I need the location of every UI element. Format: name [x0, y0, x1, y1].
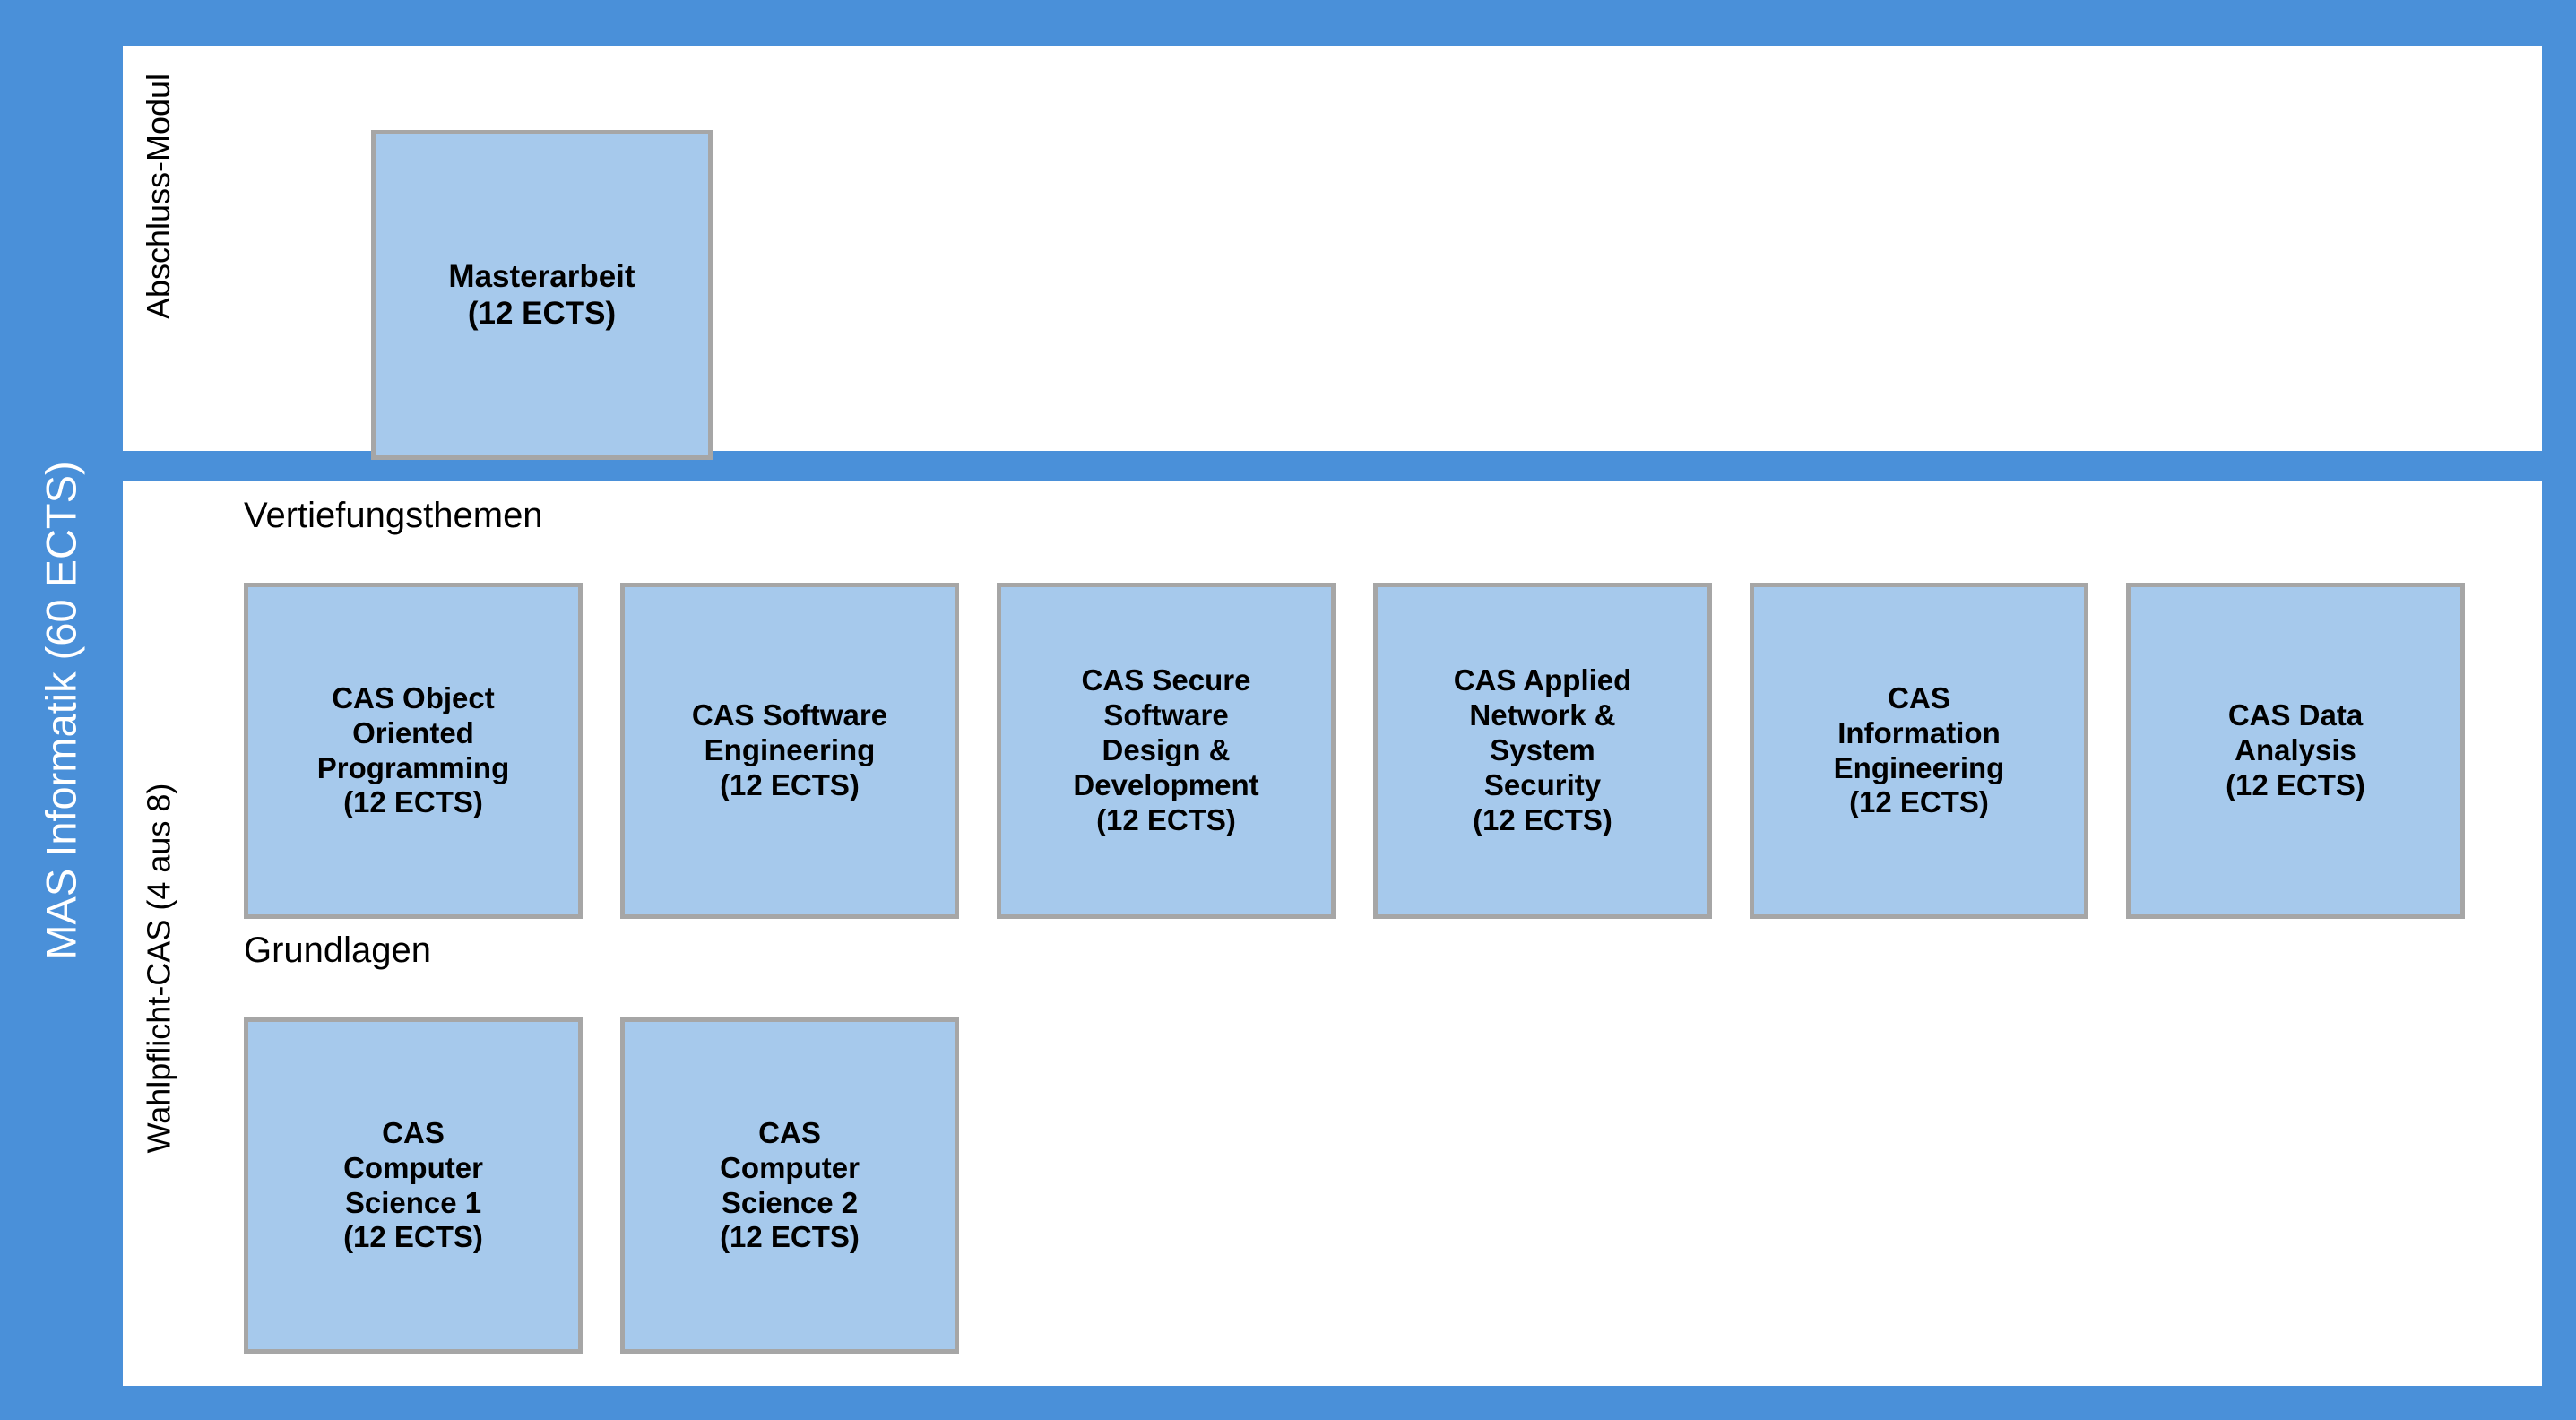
section-label-wahlpflicht-cas-text: Wahlpflicht-CAS (4 aus 8): [140, 783, 177, 1153]
module-name-line4: Development: [1073, 767, 1259, 801]
module-name-line1: CAS: [382, 1115, 445, 1149]
module-name-line1: CAS: [758, 1115, 821, 1149]
programme-title-text: MAS Informatik (60 ECTS): [38, 460, 86, 960]
group-heading-grundlagen: Grundlagen: [244, 931, 432, 970]
group-heading-vertiefungsthemen: Vertiefungsthemen: [244, 496, 543, 535]
module-name-line2: Information: [1837, 715, 2001, 749]
module-ects: (12 ECTS): [1849, 785, 1989, 819]
module-ects: (12 ECTS): [343, 1220, 483, 1254]
module-name-line3: Design &: [1102, 733, 1231, 767]
module-name-line3: Science 1: [344, 1185, 482, 1219]
module-name-line3: Engineering: [1833, 750, 2005, 784]
module-ects: (12 ECTS): [720, 767, 860, 801]
module-name-line1: CAS Secure: [1081, 663, 1251, 697]
module-ects: (12 ECTS): [2226, 767, 2365, 801]
module-box-masterarbeit-text: Masterarbeit(12 ECTS): [383, 258, 701, 333]
module-name-line3: Science 2: [721, 1185, 859, 1219]
section-label-abschluss-modul-text: Abschluss-Modul: [140, 73, 177, 320]
module-box-masterarbeit[interactable]: Masterarbeit(12 ECTS): [371, 130, 713, 460]
module-name: Masterarbeit: [448, 258, 635, 294]
module-name-line1: CAS: [1888, 680, 1950, 714]
module-name-line2: Computer: [343, 1150, 483, 1184]
programme-title: MAS Informatik (60 ECTS): [0, 0, 123, 1420]
section-label-wahlpflicht-cas: Wahlpflicht-CAS (4 aus 8): [123, 481, 194, 1386]
section-label-abschluss-modul: Abschluss-Modul: [123, 46, 194, 451]
panel-abschluss-modul: Abschluss-Modul Masterarbeit(12 ECTS): [123, 46, 2542, 460]
module-name-line3: Programming: [316, 750, 510, 784]
module-name-line2: Computer: [720, 1150, 860, 1184]
module-name-line2: Software: [1103, 698, 1229, 732]
module-ects: (12 ECTS): [467, 296, 617, 331]
module-ects: (12 ECTS): [1096, 802, 1236, 836]
module-name-line1: CAS Applied: [1453, 663, 1632, 697]
module-name-line4: Security: [1483, 767, 1602, 801]
module-name-line2: Network &: [1469, 698, 1616, 732]
module-name-line1: CAS Data: [2227, 698, 2364, 732]
module-ects: (12 ECTS): [720, 1220, 860, 1254]
module-ects: (12 ECTS): [1473, 802, 1612, 836]
module-name-line1: CAS Software: [691, 698, 888, 732]
module-name-line2: Engineering: [704, 733, 876, 767]
module-ects: (12 ECTS): [343, 785, 483, 819]
module-name-line1: CAS Object: [332, 680, 495, 714]
module-name-line2: Analysis: [2235, 733, 2356, 767]
module-name-line3: System: [1490, 733, 1595, 767]
module-name-line2: Oriented: [352, 715, 474, 749]
